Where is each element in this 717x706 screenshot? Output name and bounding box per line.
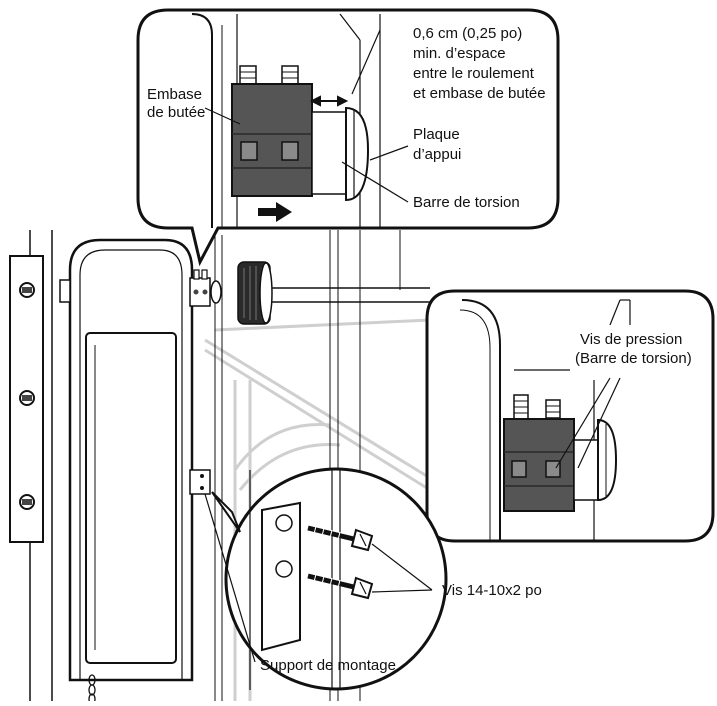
pull-chain	[88, 674, 96, 705]
gap-label-line-2: min. d’espace	[413, 45, 506, 62]
set-screw-label-line-2: (Barre de torsion)	[575, 350, 692, 367]
gap-label-line-4: et embase de butée	[413, 85, 546, 102]
direction-arrow-icon	[258, 202, 292, 222]
screw-icon	[307, 525, 374, 552]
plate-label-line-1: Plaque	[413, 126, 460, 143]
gap-label-line-3: entre le roulement	[413, 65, 534, 82]
gap-label-line-1: 0,6 cm (0,25 po)	[413, 25, 523, 42]
bearing-plate	[345, 106, 370, 202]
callout-top	[136, 8, 560, 267]
screw-icon	[307, 573, 374, 600]
callout-bottom	[204, 467, 448, 691]
operator-housing	[59, 238, 194, 682]
torsion-bar	[270, 287, 430, 303]
callout-right	[425, 289, 715, 543]
mounting-bracket-small	[189, 469, 211, 495]
bearing-plate-detail	[597, 418, 618, 502]
bracket-label: Support de montage	[260, 657, 396, 674]
cable-drum	[237, 261, 273, 325]
collar-label-line-2: de butée	[147, 104, 206, 121]
collar-block-detail	[503, 394, 575, 512]
plate-label-line-2: d’appui	[413, 146, 462, 163]
collar-block	[231, 65, 313, 197]
gap-arrow-icon	[309, 95, 349, 107]
collar-label-line-1: Embase	[147, 86, 203, 103]
torsion-bar-label: Barre de torsion	[413, 194, 520, 211]
set-screw-label-line-1: Vis de pression	[580, 331, 683, 348]
wall-plate	[9, 255, 44, 543]
wall-plate-bolt-icon	[19, 390, 35, 406]
wall-plate-bolt-icon	[19, 494, 35, 510]
screws-label: Vis 14-10x2 po	[442, 582, 542, 599]
collar-small	[189, 269, 222, 307]
wall-plate-bolt-icon	[19, 282, 35, 298]
